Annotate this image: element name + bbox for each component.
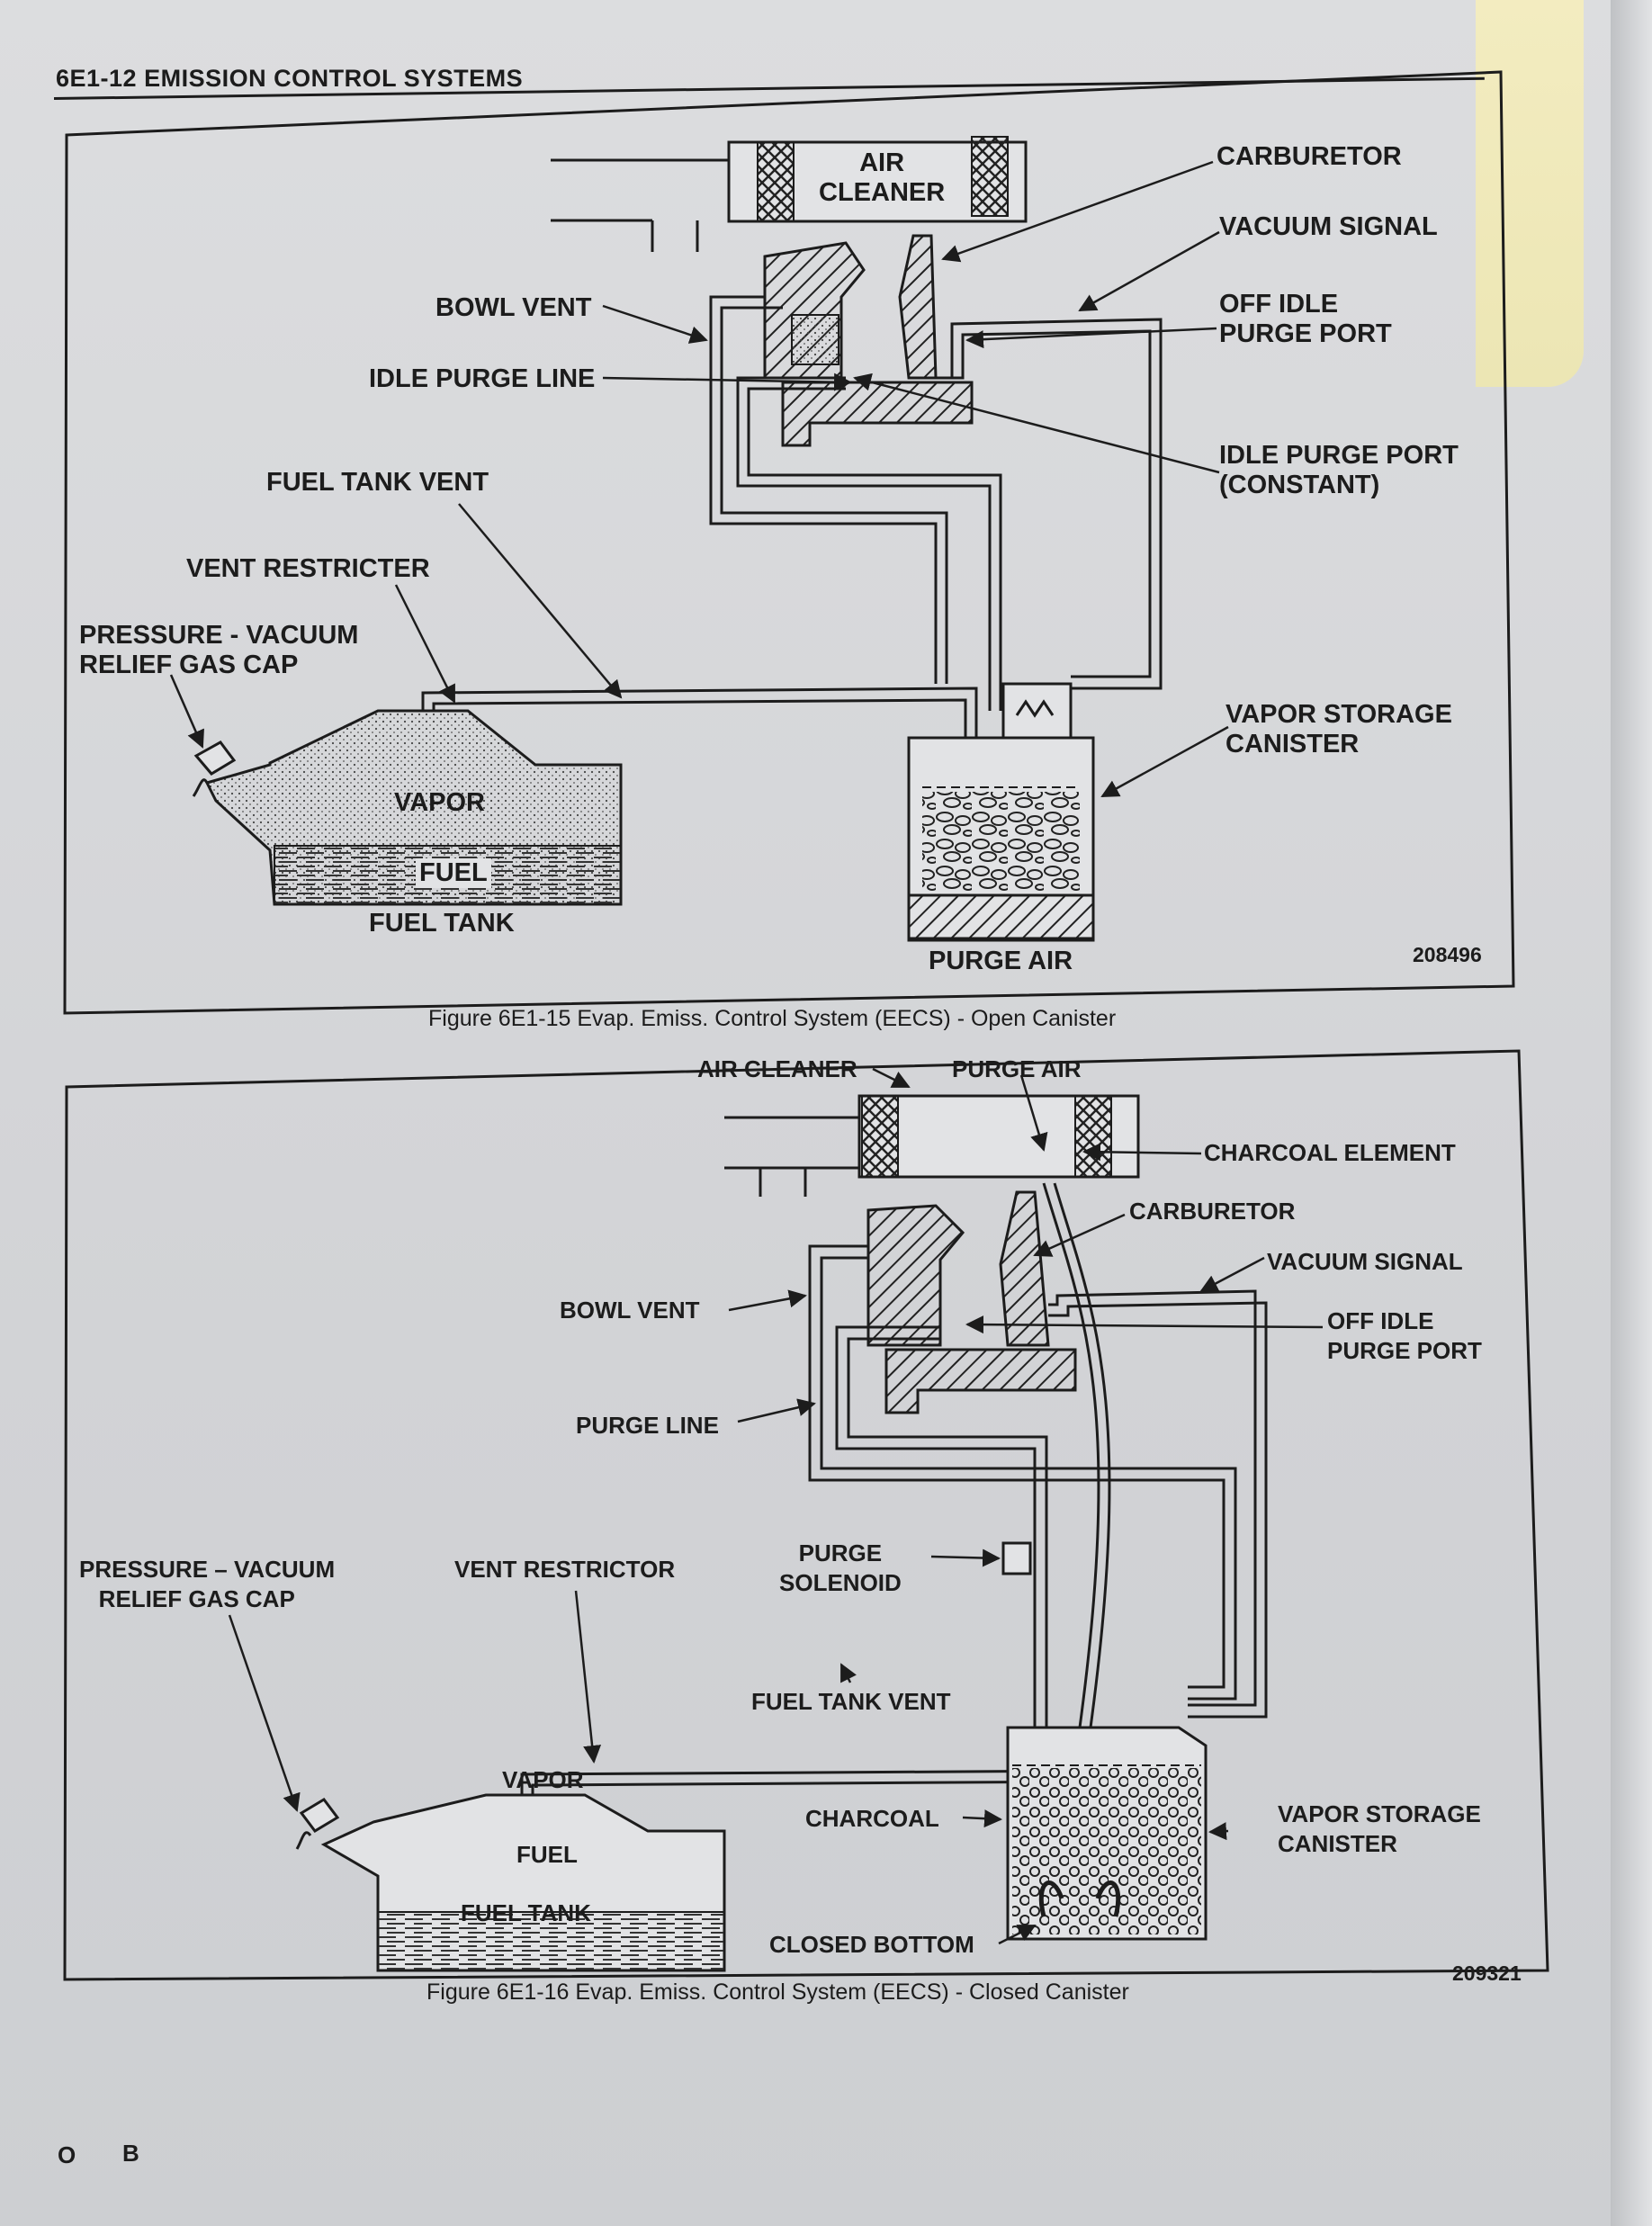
- figure-number: 209321: [1452, 1961, 1522, 1985]
- label-vent-restricter: VENT RESTRICTER: [186, 554, 430, 583]
- label-closed-bottom: CLOSED BOTTOM: [769, 1931, 974, 1958]
- label-vacuum-signal: VACUUM SIGNAL: [1267, 1248, 1463, 1275]
- figure-caption: Figure 6E1-15 Evap. Emiss. Control Syste…: [428, 1006, 1117, 1031]
- footer-right: B: [122, 2140, 139, 2167]
- label-fuel-tank: FUEL TANK: [461, 1899, 591, 1926]
- label-off-idle-purge-port: OFF IDLE PURGE PORT: [1327, 1307, 1482, 1364]
- label-gas-cap: PRESSURE - VACUUM RELIEF GAS CAP: [79, 621, 359, 679]
- label-air-cleaner: AIR CLEANER: [697, 1055, 857, 1082]
- label-bowl-vent: BOWL VENT: [435, 293, 592, 322]
- label-idle-purge-port: IDLE PURGE PORT (CONSTANT): [1219, 441, 1459, 499]
- label-air-cleaner: AIR CLEANER: [819, 148, 946, 207]
- label-carburetor: CARBURETOR: [1129, 1198, 1296, 1225]
- label-vacuum-signal: VACUUM SIGNAL: [1219, 212, 1438, 241]
- label-vent-restrictor: VENT RESTRICTOR: [454, 1556, 676, 1583]
- next-page-edge: [1611, 0, 1652, 2226]
- label-purge-line: PURGE LINE: [576, 1412, 719, 1439]
- figure-open-canister: AIR CLEANER CARBURETOR VACUUM SIGNAL BOW…: [0, 0, 1652, 1044]
- label-fuel: FUEL: [513, 1840, 581, 1870]
- label-charcoal: CHARCOAL: [805, 1805, 939, 1832]
- figure-caption: Figure 6E1-16 Evap. Emiss. Control Syste…: [426, 1979, 1129, 2005]
- label-vapor: VAPOR: [502, 1766, 584, 1793]
- sticky-note: [1476, 0, 1584, 387]
- label-vapor: VAPOR: [394, 788, 485, 817]
- label-purge-air: PURGE AIR: [952, 1055, 1082, 1082]
- label-charcoal-element: CHARCOAL ELEMENT: [1204, 1139, 1456, 1166]
- label-canister: VAPOR STORAGE CANISTER: [1226, 700, 1452, 758]
- figure-number: 208496: [1413, 943, 1482, 966]
- label-fuel: FUEL: [416, 858, 491, 888]
- label-bowl-vent: BOWL VENT: [560, 1297, 700, 1324]
- footer-left: O: [58, 2141, 76, 2168]
- label-carburetor: CARBURETOR: [1217, 142, 1402, 171]
- label-off-idle-purge-port: OFF IDLE PURGE PORT: [1219, 290, 1392, 348]
- page-header: 6E1-12 EMISSION CONTROL SYSTEMS: [56, 65, 524, 92]
- figure-closed-canister: AIR CLEANER PURGE AIR CHARCOAL ELEMENT C…: [0, 1035, 1652, 2024]
- label-idle-purge-line: IDLE PURGE LINE: [369, 364, 596, 393]
- label-gas-cap: PRESSURE – VACUUM RELIEF GAS CAP: [79, 1556, 336, 1612]
- label-fuel-tank: FUEL TANK: [369, 909, 515, 938]
- figure-open-canister-drawing: [63, 70, 1515, 1015]
- label-fuel-tank-vent: FUEL TANK VENT: [266, 468, 489, 497]
- label-fuel-tank-vent: FUEL TANK VENT: [751, 1688, 951, 1715]
- label-purge-air: PURGE AIR: [929, 947, 1073, 975]
- figure-closed-canister-drawing: [63, 1049, 1549, 1981]
- label-canister: VAPOR STORAGE CANISTER: [1278, 1800, 1481, 1857]
- label-purge-solenoid: PURGE SOLENOID: [779, 1539, 902, 1596]
